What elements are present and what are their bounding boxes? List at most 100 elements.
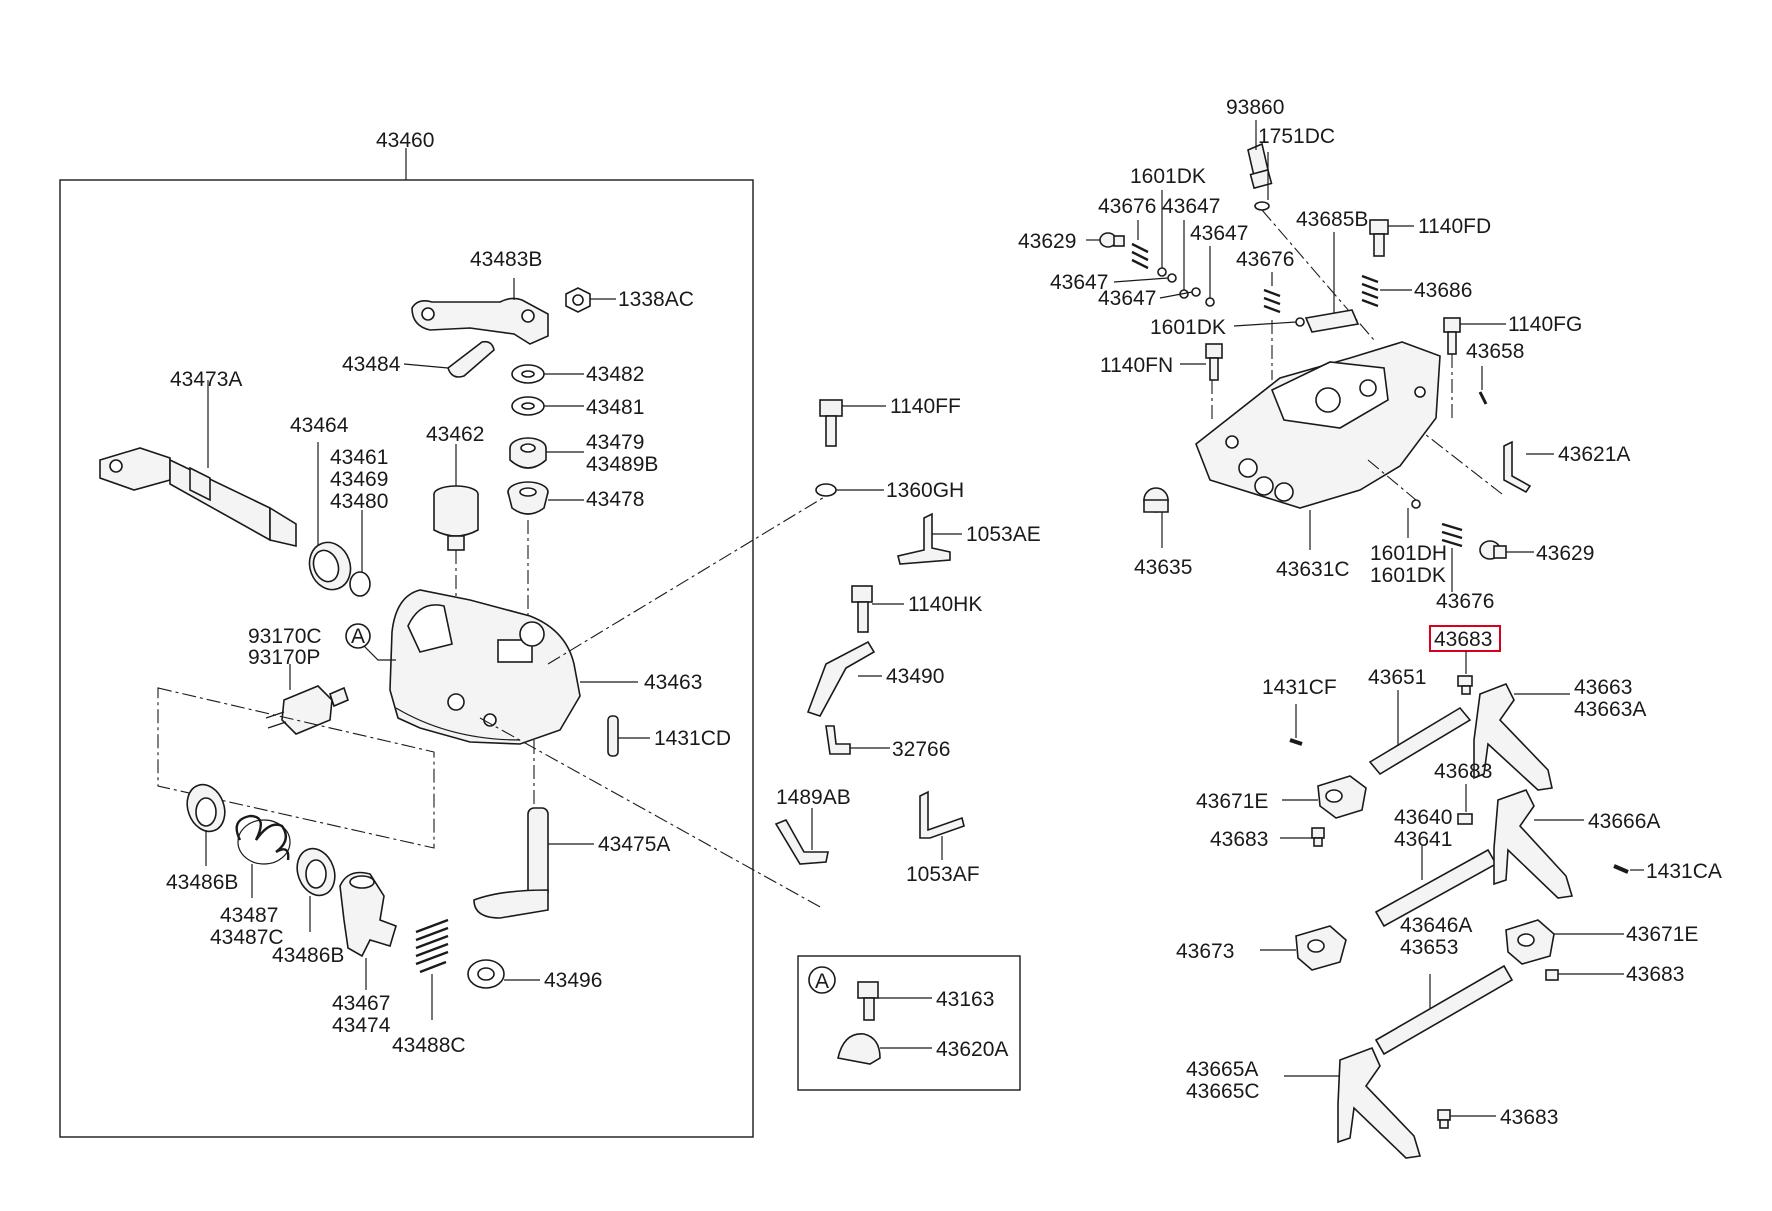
part-label-1140fn[interactable]: 1140FN: [1100, 354, 1173, 377]
part-label-43663[interactable]: 43663: [1574, 676, 1632, 699]
sensor-93860: [1247, 142, 1273, 190]
part-label-43482[interactable]: 43482: [586, 363, 644, 386]
part-label-43481[interactable]: 43481: [586, 396, 644, 419]
part-label-43486b-upper[interactable]: 43486B: [166, 871, 238, 894]
part-label-43665a[interactable]: 43665A: [1186, 1058, 1258, 1081]
part-label-1140ff[interactable]: 1140FF: [890, 395, 961, 418]
part-label-43641[interactable]: 43641: [1394, 828, 1452, 851]
part-label-43673[interactable]: 43673: [1176, 940, 1234, 963]
part-label-1751dc[interactable]: 1751DC: [1258, 125, 1335, 148]
shift-lever-part: [411, 297, 549, 345]
part-label-1140fg[interactable]: 1140FG: [1508, 313, 1582, 336]
part-label-43647-d[interactable]: 43647: [1098, 287, 1156, 310]
part-label-43635[interactable]: 43635: [1134, 556, 1192, 579]
part-label-93860[interactable]: 93860: [1226, 96, 1284, 119]
part-label-1431cd[interactable]: 1431CD: [654, 727, 731, 750]
part-label-43464[interactable]: 43464: [290, 414, 349, 437]
part-label-1360gh[interactable]: 1360GH: [886, 479, 964, 502]
part-label-43683-highlighted[interactable]: 43683: [1434, 628, 1492, 651]
part-label-43620a[interactable]: 43620A: [936, 1038, 1008, 1061]
part-label-43683-second[interactable]: 43683: [1434, 760, 1492, 783]
part-label-1140fd[interactable]: 1140FD: [1418, 215, 1491, 238]
part-label-43473a[interactable]: 43473A: [170, 368, 242, 391]
bolt-43163: [857, 981, 879, 1021]
detail-a-marker-circle: [808, 966, 836, 994]
part-label-43490[interactable]: 43490: [886, 665, 944, 688]
part-label-43676-mid[interactable]: 43676: [1236, 248, 1294, 271]
part-label-43475a[interactable]: 43475A: [598, 833, 670, 856]
part-label-43631c[interactable]: 43631C: [1276, 558, 1350, 581]
part-label-1601dk-top[interactable]: 1601DK: [1130, 165, 1206, 188]
part-label-43653[interactable]: 43653: [1400, 936, 1458, 959]
part-label-1601dk-mid[interactable]: 1601DK: [1150, 316, 1226, 339]
part-label-43640[interactable]: 43640: [1394, 806, 1452, 829]
part-label-1338ac[interactable]: 1338AC: [618, 288, 694, 311]
part-label-43683-fifth[interactable]: 43683: [1500, 1106, 1558, 1129]
part-label-43685b[interactable]: 43685B: [1296, 208, 1368, 231]
part-label-1431cf[interactable]: 1431CF: [1262, 676, 1337, 699]
rod-43646a: [1374, 964, 1514, 1056]
part-label-43683-fourth[interactable]: 43683: [1626, 963, 1684, 986]
part-label-1489ab[interactable]: 1489AB: [776, 786, 851, 809]
part-label-43666a[interactable]: 43666A: [1588, 810, 1660, 833]
part-label-43460[interactable]: 43460: [376, 129, 434, 152]
part-label-43676-top[interactable]: 43676: [1098, 195, 1156, 218]
part-label-43469[interactable]: 43469: [330, 468, 388, 491]
part-label-43496[interactable]: 43496: [544, 969, 602, 992]
part-label-43658[interactable]: 43658: [1466, 340, 1524, 363]
part-label-43487[interactable]: 43487: [220, 904, 278, 927]
part-label-1053af[interactable]: 1053AF: [906, 863, 980, 886]
part-label-43478[interactable]: 43478: [586, 488, 644, 511]
part-label-43663a[interactable]: 43663A: [1574, 698, 1646, 721]
plug-43629-low: [1479, 540, 1507, 560]
part-label-43671e-upper[interactable]: 43671E: [1196, 790, 1268, 813]
bolt-1140ff: [819, 399, 843, 447]
shift-shaft-43473a: [99, 447, 297, 548]
screw-43683-fifth: [1437, 1109, 1451, 1129]
part-label-43484[interactable]: 43484: [342, 353, 401, 376]
part-label-1601dh[interactable]: 1601DH: [1370, 542, 1447, 565]
washer-1360gh: [815, 483, 837, 497]
part-label-43483b[interactable]: 43483B: [470, 248, 542, 271]
part-label-1431ca[interactable]: 1431CA: [1646, 860, 1722, 883]
part-label-43665c[interactable]: 43665C: [1186, 1080, 1260, 1103]
pin-43484: [447, 340, 495, 378]
part-label-43621a[interactable]: 43621A: [1558, 443, 1630, 466]
part-label-43647-c[interactable]: 43647: [1050, 271, 1108, 294]
part-label-1053ae[interactable]: 1053AE: [966, 523, 1041, 546]
part-label-43683-third[interactable]: 43683: [1210, 828, 1268, 851]
part-label-43479[interactable]: 43479: [586, 431, 644, 454]
part-label-1140hk[interactable]: 1140HK: [908, 593, 982, 616]
part-label-43686[interactable]: 43686: [1414, 279, 1472, 302]
part-label-43646a[interactable]: 43646A: [1400, 914, 1472, 937]
part-label-43488c[interactable]: 43488C: [392, 1034, 466, 1057]
part-label-43489b[interactable]: 43489B: [586, 453, 658, 476]
part-label-43461[interactable]: 43461: [330, 446, 388, 469]
part-label-93170c[interactable]: 93170C: [248, 625, 322, 648]
boot-43478: [507, 481, 549, 515]
part-label-43647-a[interactable]: 43647: [1162, 195, 1220, 218]
selector-43467: [339, 871, 397, 958]
part-label-43467[interactable]: 43467: [332, 992, 390, 1015]
part-label-43647-b[interactable]: 43647: [1190, 222, 1248, 245]
part-label-43671e-lower[interactable]: 43671E: [1626, 923, 1698, 946]
part-label-43487c[interactable]: 43487C: [210, 926, 284, 949]
part-label-43629-low[interactable]: 43629: [1536, 542, 1594, 565]
part-label-43651[interactable]: 43651: [1368, 666, 1426, 689]
part-label-1601dk-low[interactable]: 1601DK: [1370, 564, 1446, 587]
detail-a-marker-label[interactable]: A: [815, 970, 829, 993]
part-label-43463[interactable]: 43463: [644, 671, 702, 694]
rod-43651: [1368, 706, 1472, 776]
block-43671e-upper: [1317, 775, 1367, 819]
part-label-43474[interactable]: 43474: [332, 1014, 391, 1037]
part-label-43486b-lower[interactable]: 43486B: [272, 944, 344, 967]
marker-a-label[interactable]: A: [351, 625, 365, 648]
part-label-43462[interactable]: 43462: [426, 423, 484, 446]
part-label-43676-low[interactable]: 43676: [1436, 590, 1494, 613]
part-label-43629-top[interactable]: 43629: [1018, 230, 1076, 253]
part-label-93170p[interactable]: 93170P: [248, 646, 320, 669]
part-label-32766[interactable]: 32766: [892, 738, 950, 761]
part-label-43480[interactable]: 43480: [330, 490, 388, 513]
part-label-43163[interactable]: 43163: [936, 988, 994, 1011]
